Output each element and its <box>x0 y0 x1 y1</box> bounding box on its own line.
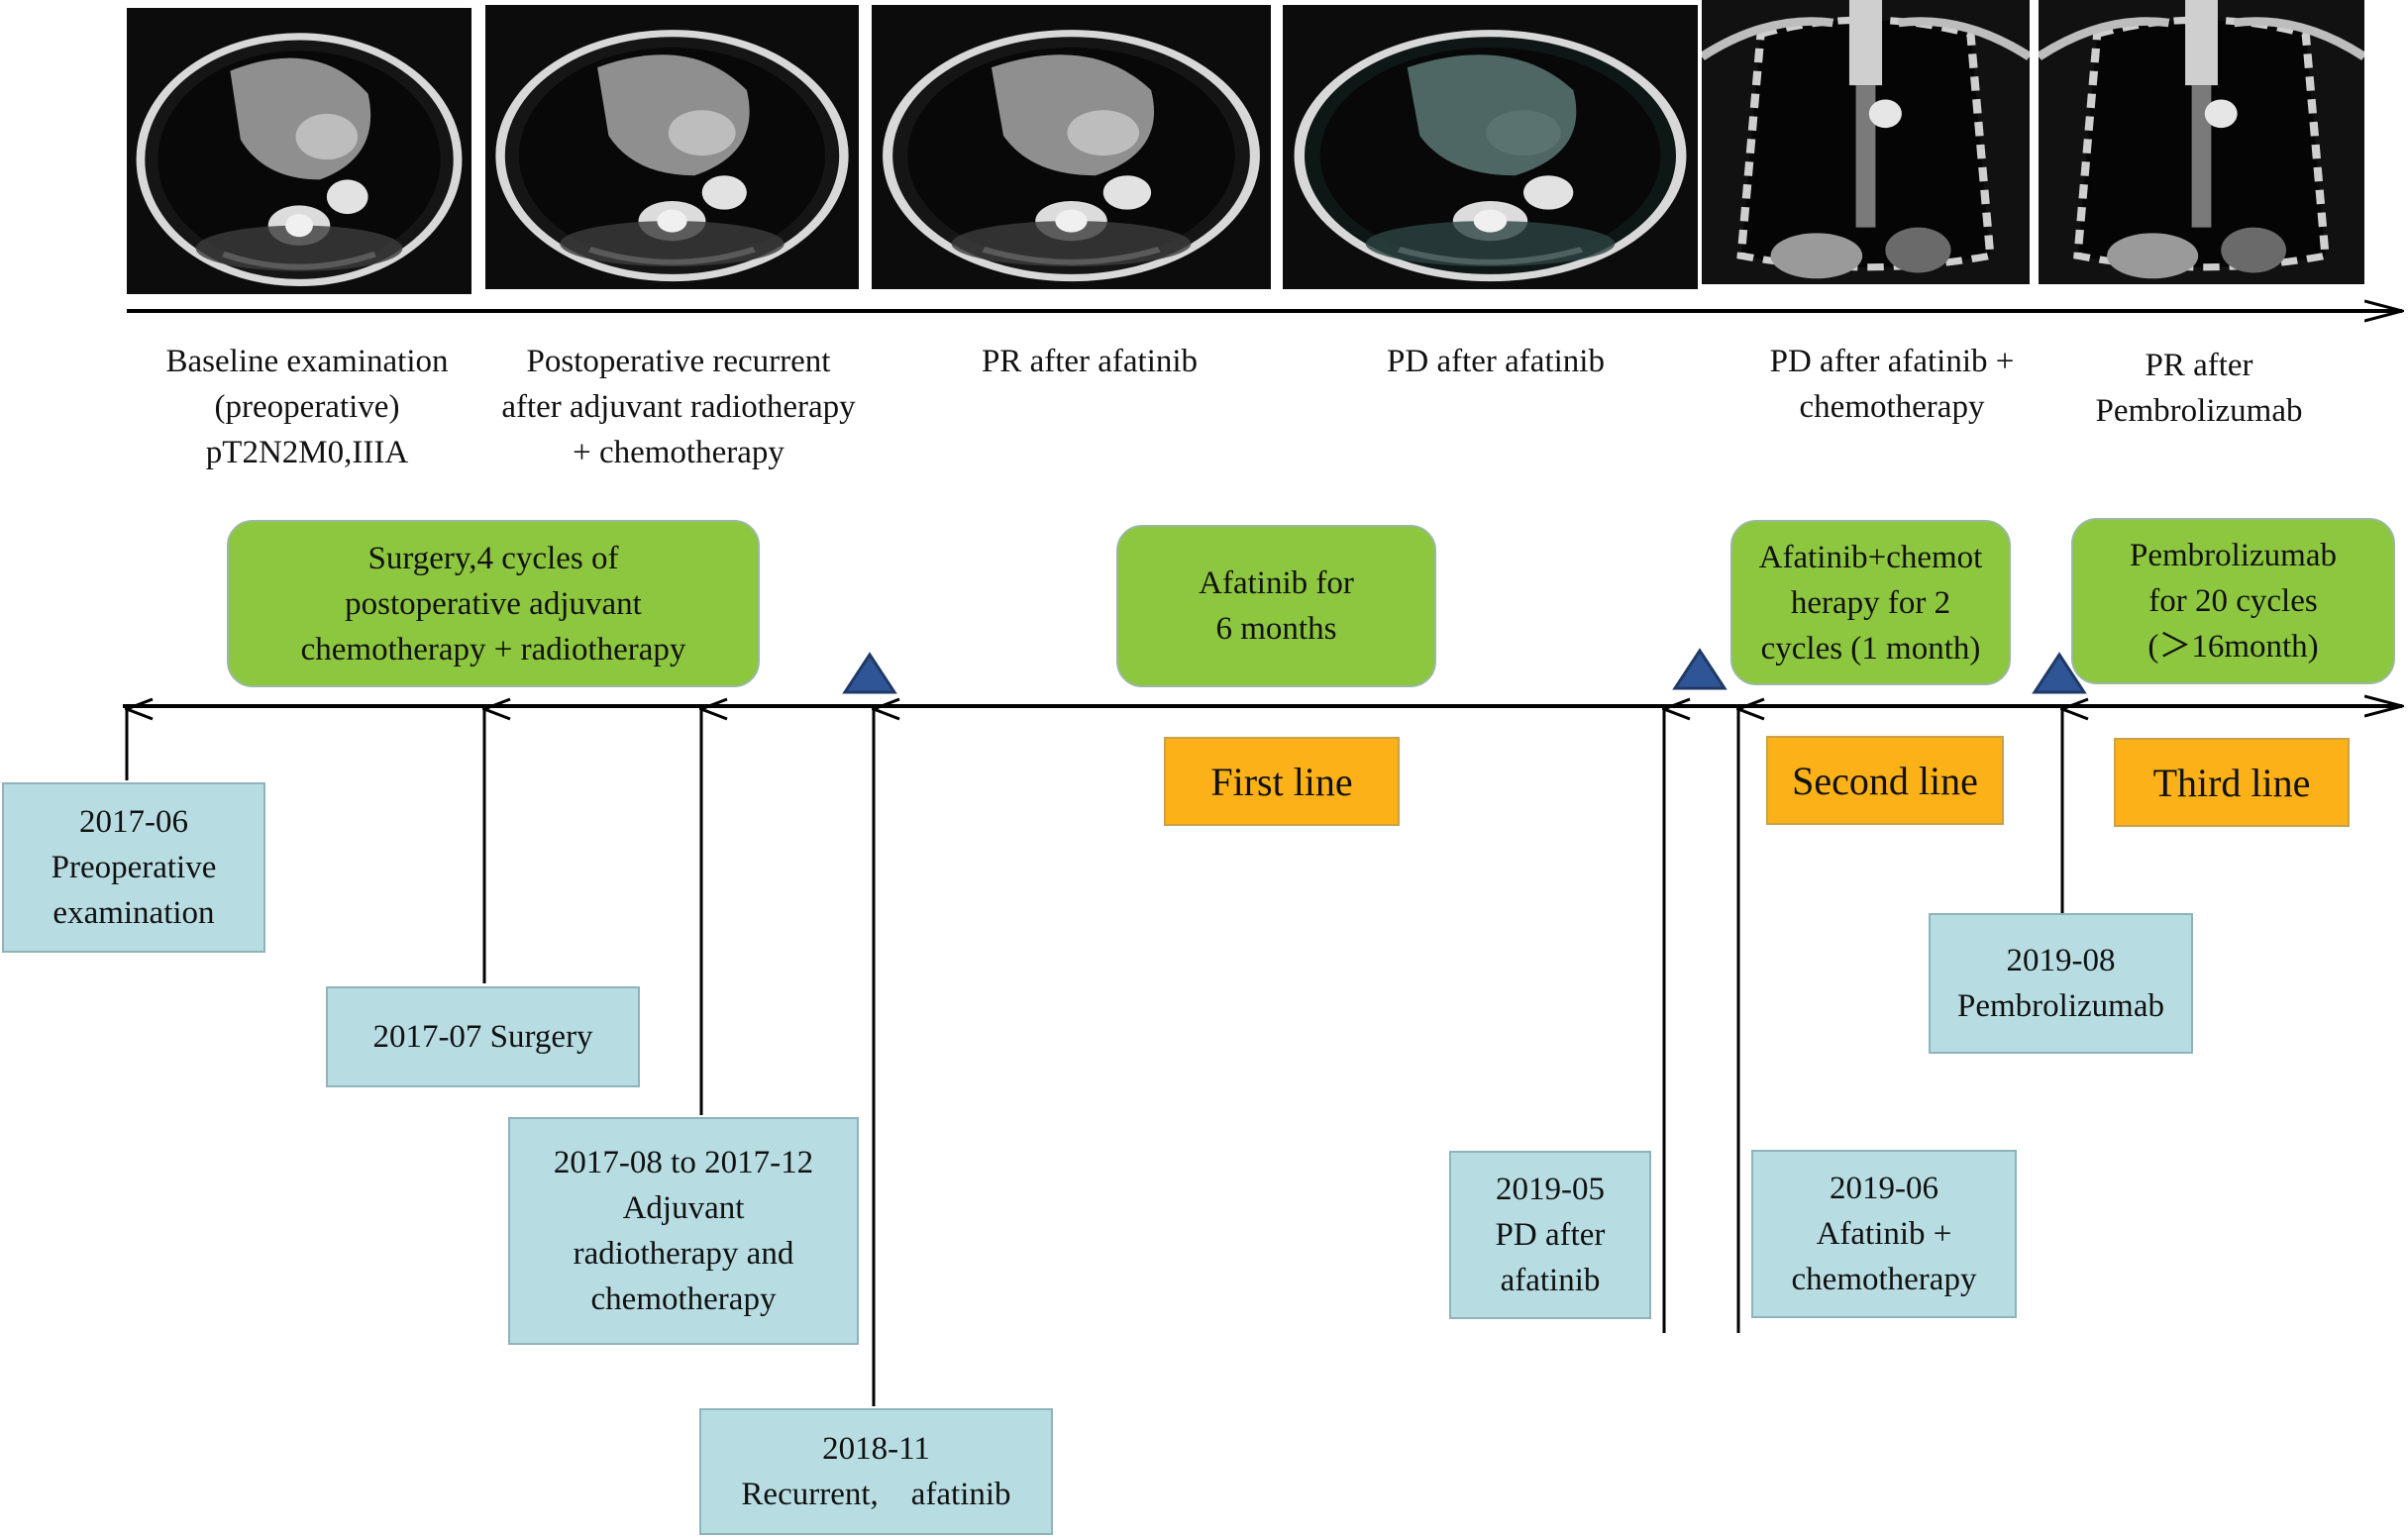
event-2019-06: 2019-06 Afatinib + chemotherapy <box>1751 1150 2017 1318</box>
caption-baseline: Baseline examination (preoperative) pT2N… <box>165 344 449 470</box>
treatment-afatinib: Afatinib for 6 months <box>1116 525 1436 687</box>
ct-baseline-scan-image <box>136 33 463 287</box>
ct-baseline-scan <box>127 8 471 294</box>
progression-marker-triangle <box>842 652 897 694</box>
ct-pr-pembrolizumab-scan-image <box>2039 0 2364 284</box>
event-2019-05: 2019-05 PD after afatinib <box>1449 1151 1651 1319</box>
first-line-label: First line <box>1164 737 1400 826</box>
caption-pr-pembrolizumab: PR after Pembrolizumab <box>2095 348 2303 429</box>
progression-marker-triangle <box>1672 648 1727 690</box>
caption-pr-afatinib: PR after afatinib <box>981 344 1199 379</box>
ct-pr-afatinib-scan <box>872 5 1271 289</box>
third-line-label: Third line <box>2114 738 2350 827</box>
ct-pd-afatinib-chemo-scan <box>1702 0 2030 284</box>
treatment-surgery-adjuvant: Surgery,4 cycles of postoperative adjuva… <box>227 520 760 687</box>
second-line-label: Second line <box>1766 736 2004 825</box>
ct-postoperative-recurrent-scan <box>485 5 859 289</box>
ct-pd-afatinib-chemo-scan-image <box>1702 0 2030 284</box>
treatment-afatinib-chemo: Afatinib+chemot herapy for 2 cycles (1 m… <box>1730 520 2011 685</box>
event-2017-06: 2017-06 Preoperative examination <box>2 782 265 953</box>
caption-pd-afatinib: PD after afatinib <box>1387 344 1605 379</box>
ct-pr-pembrolizumab-scan <box>2039 0 2364 284</box>
event-2019-08: 2019-08 Pembrolizumab <box>1929 913 2193 1054</box>
event-2017-07: 2017-07 Surgery <box>326 986 640 1087</box>
caption-postoperative-recurrent: Postoperative recurrent after adjuvant r… <box>501 344 856 470</box>
ct-pd-afatinib-scan <box>1283 5 1698 289</box>
event-2018-11: 2018-11 Recurrent, afatinib <box>699 1408 1053 1535</box>
ct-postoperative-recurrent-scan-image <box>495 30 849 282</box>
caption-pd-afatinib-chemo: PD after afatinib + chemotherapy <box>1769 344 2015 425</box>
ct-pr-afatinib-scan-image <box>883 30 1260 282</box>
event-2017-08: 2017-08 to 2017-12 Adjuvant radiotherapy… <box>508 1117 859 1345</box>
treatment-pembrolizumab: Pembrolizumab for 20 cycles (＞16month) <box>2071 518 2395 684</box>
progression-marker-triangle <box>2032 652 2087 694</box>
ct-pd-afatinib-scan-image <box>1294 30 1687 282</box>
